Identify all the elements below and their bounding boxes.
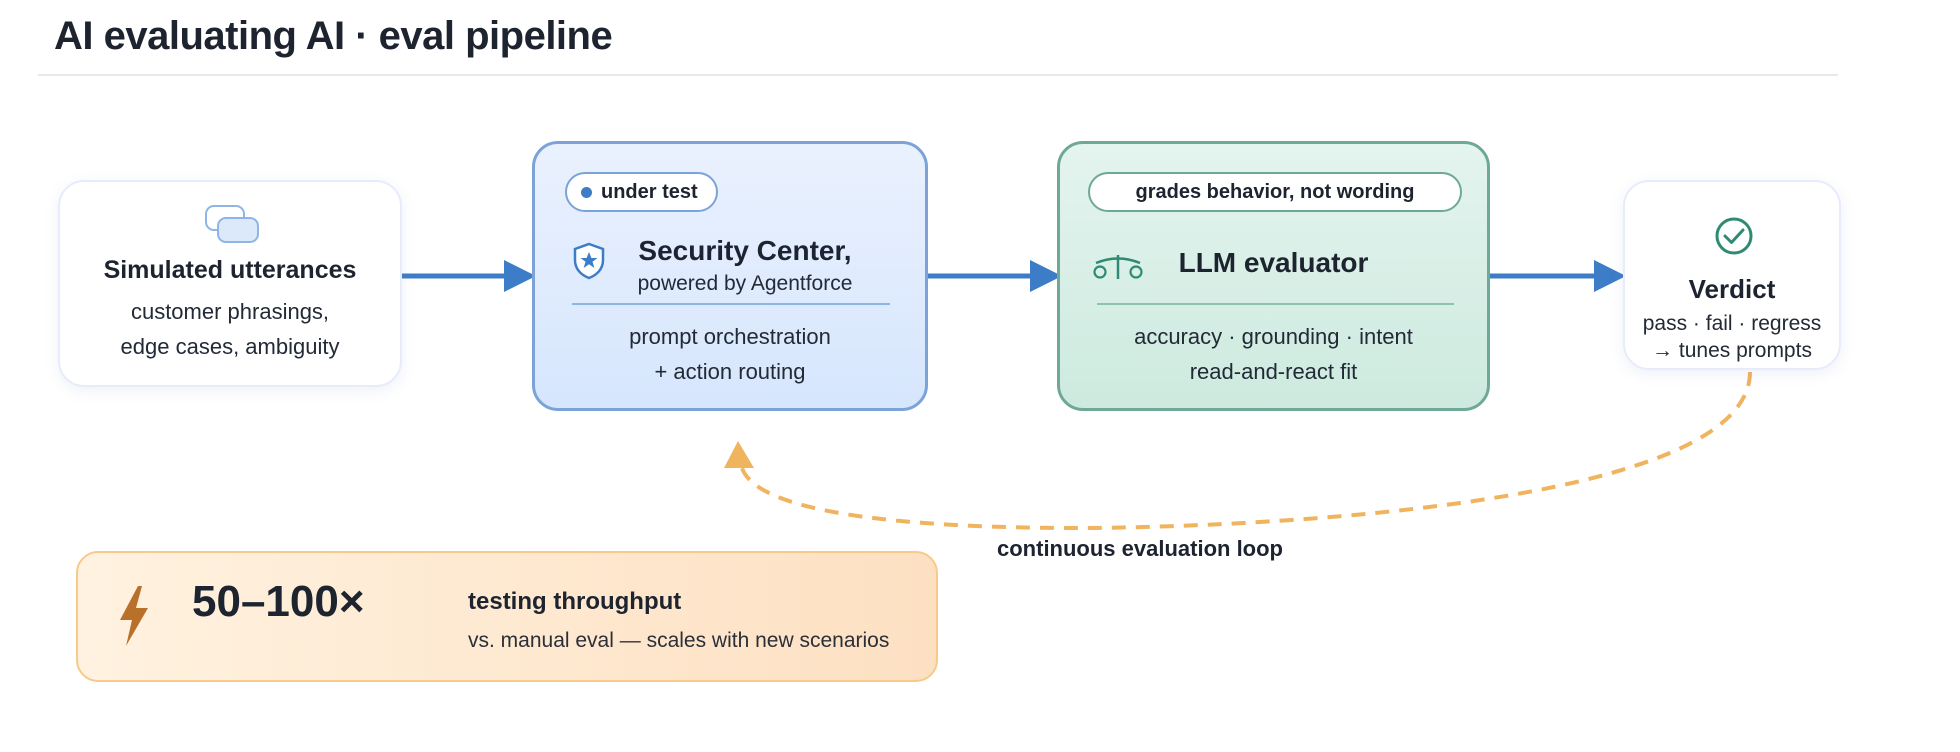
evaluator-criteria-badge: grades behavior, not wording [1088,172,1462,212]
llm-evaluator-line-2: read-and-react fit [1189,359,1358,384]
under-test-badge-label: under test [601,181,698,203]
utterances-heading: Simulated utterances [103,256,357,284]
utterances-line-2: edge cases, ambiguity [120,334,340,359]
utterances-line-1: customer phrasings, [130,299,330,324]
security-center-node: under test Security Center, powered by A… [532,141,928,411]
security-center-line-1: prompt orchestration [629,324,831,349]
security-center-subheading: powered by Agentforce [637,272,853,295]
llm-evaluator-divider [1097,303,1454,305]
utterances-node: Simulated utterances customer phrasings,… [58,180,402,387]
lightning-icon [120,586,148,646]
throughput-value: 50–100× [192,577,365,626]
shield-star-icon [573,242,605,280]
llm-evaluator-heading: LLM evaluator [1178,247,1369,278]
status-dot-icon [581,187,592,198]
throughput-label: testing throughput [468,588,682,615]
balance-scale-icon [1093,255,1143,279]
arrow-utterances-to-sut [402,260,536,292]
feedback-loop-arrowhead [724,441,754,468]
arrow-evaluator-to-verdict [1490,260,1626,292]
throughput-stat-card: 50–100× testing throughput vs. manual ev… [76,551,938,682]
feedback-loop-label: continuous evaluation loop [997,536,1283,561]
under-test-badge: under test [565,172,718,212]
check-circle-icon [1715,217,1753,255]
throughput-description: vs. manual eval — scales with new scenar… [468,629,890,652]
chat-bubbles-icon [205,205,259,243]
verdict-heading: Verdict [1688,274,1776,304]
llm-evaluator-node: grades behavior, not wording LLM evaluat… [1057,141,1490,411]
verdict-line-2: → tunes prompts [1652,339,1812,362]
verdict-node: Verdict pass · fail · regress → tunes pr… [1623,180,1841,370]
title-divider [38,74,1838,76]
security-center-divider [572,303,890,305]
arrow-sut-to-evaluator [928,260,1062,292]
llm-evaluator-line-1: accuracy · grounding · intent [1134,324,1413,349]
security-center-heading: Security Center, [638,235,852,266]
page-title: AI evaluating AI · eval pipeline [54,14,613,58]
security-center-line-2: + action routing [654,359,806,384]
feedback-loop-path [740,371,1752,531]
verdict-line-1: pass · fail · regress [1642,312,1822,335]
